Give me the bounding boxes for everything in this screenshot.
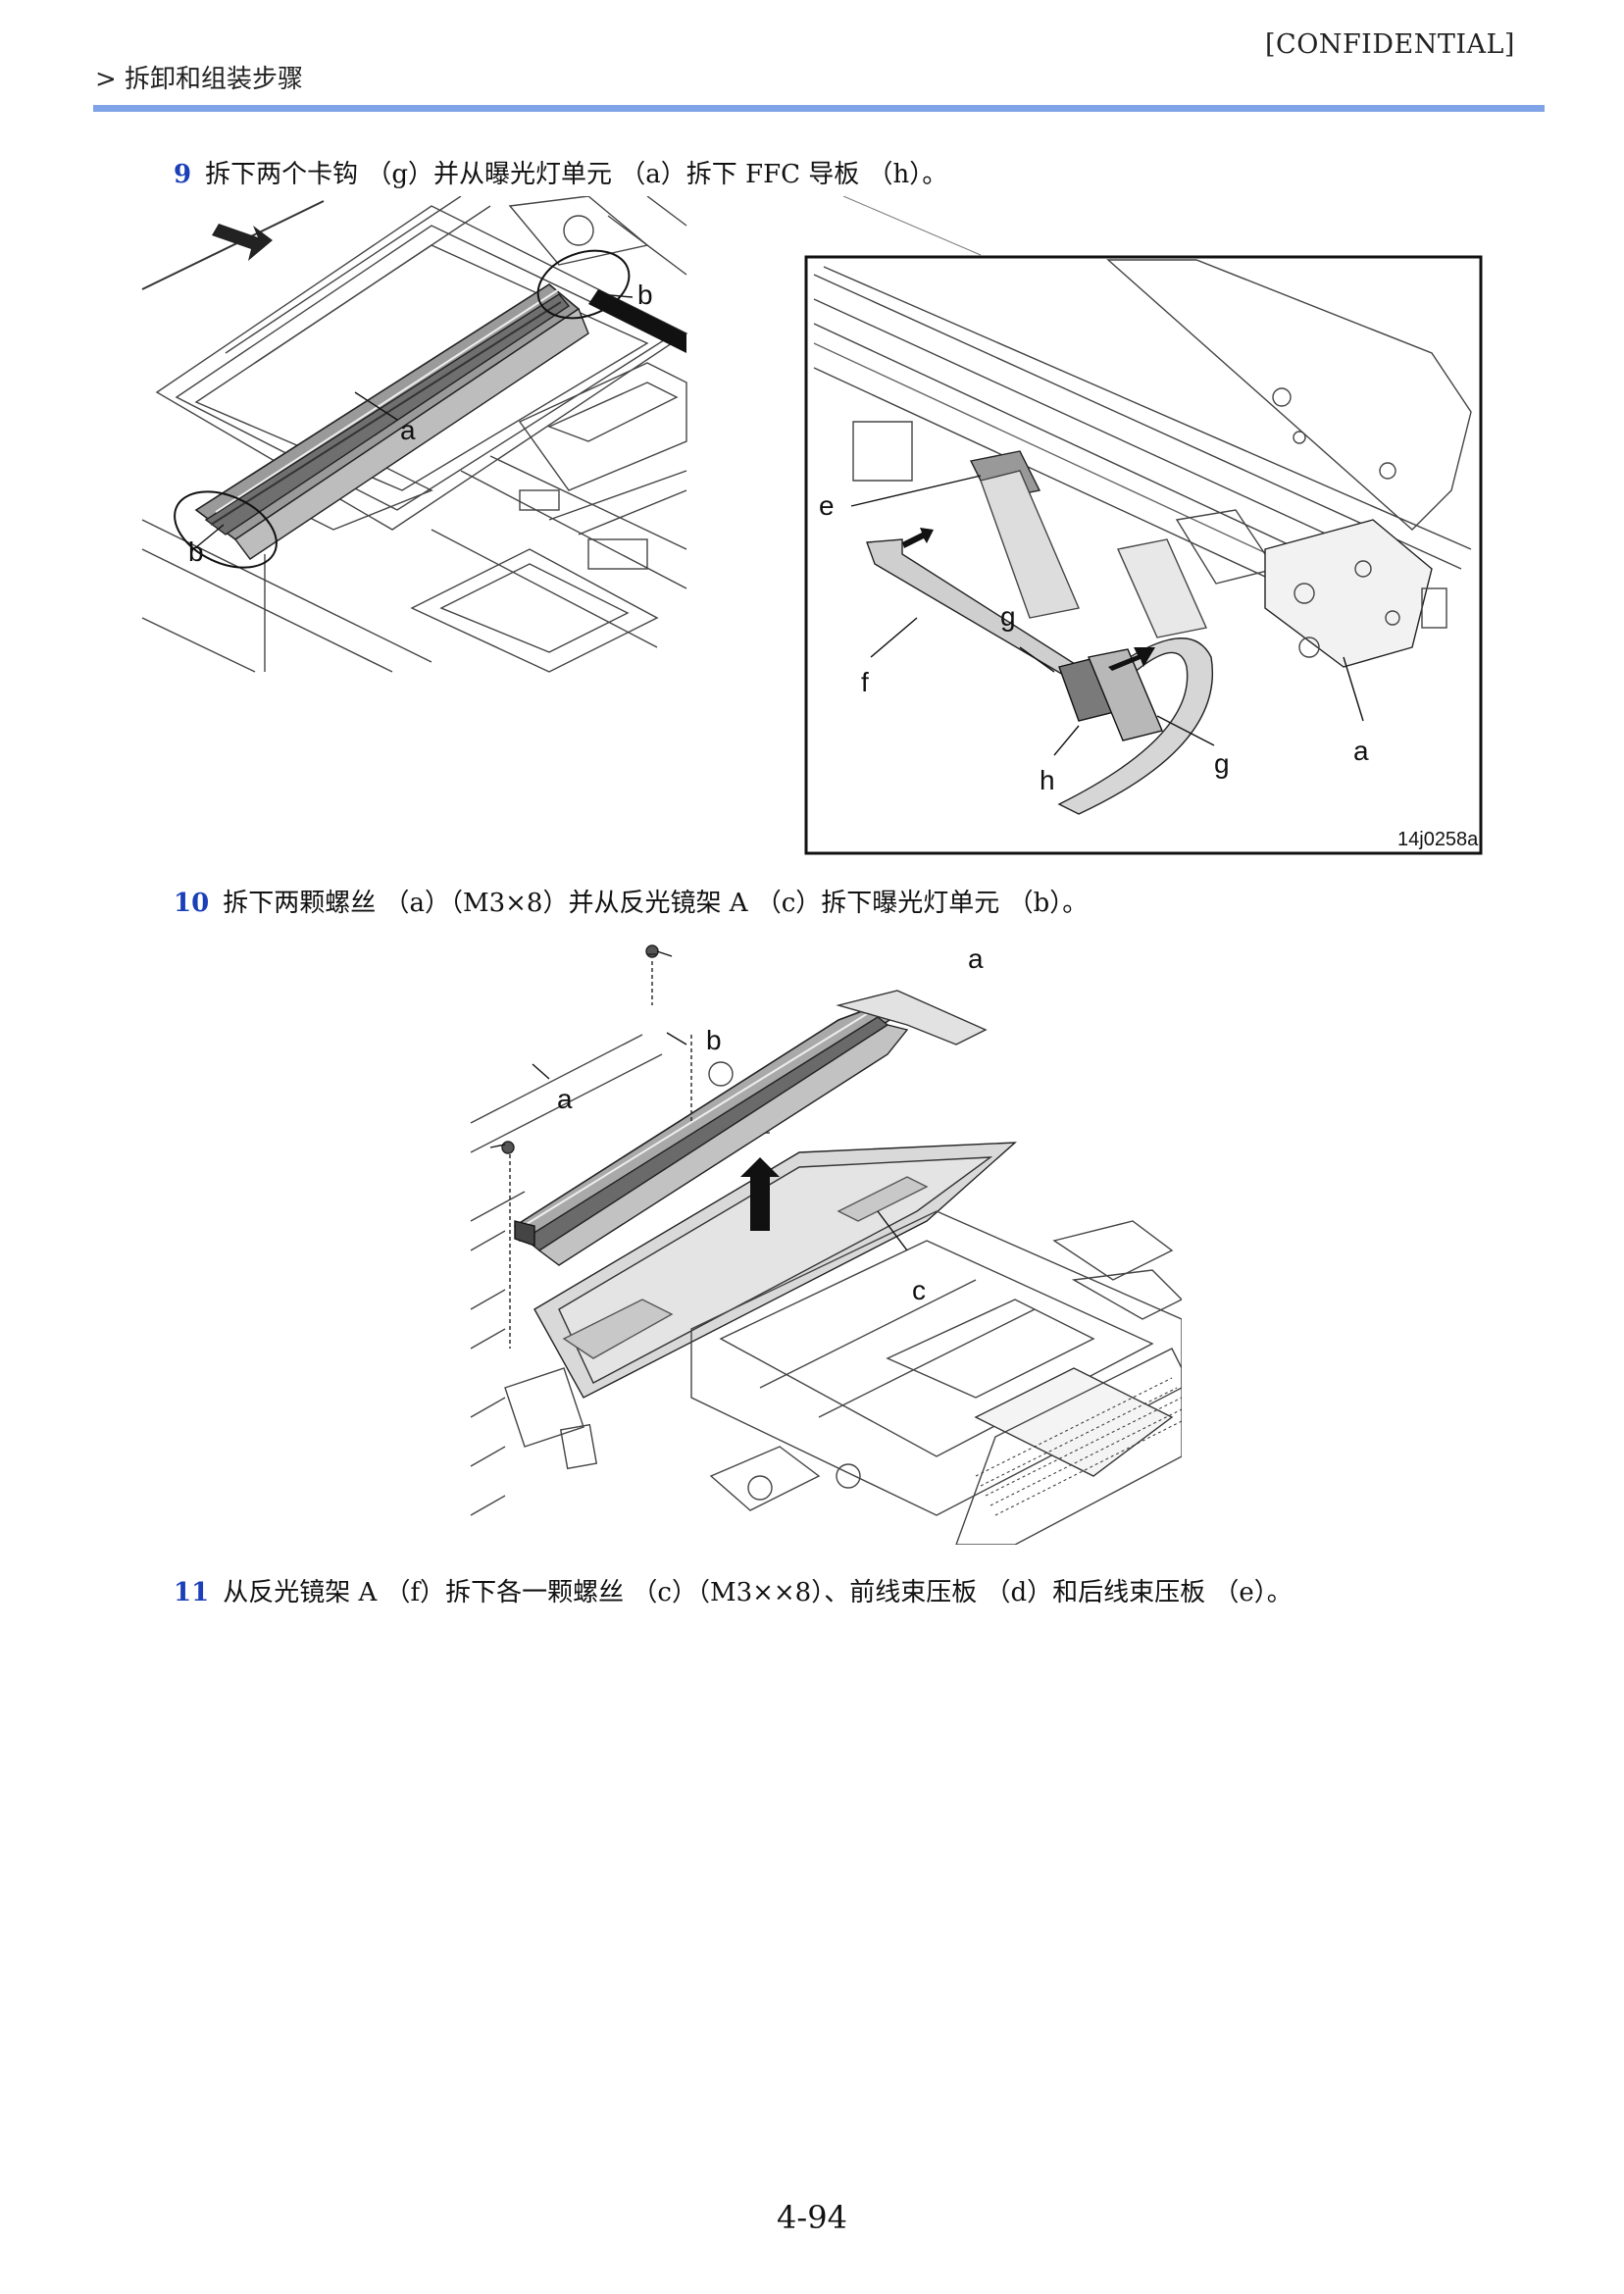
inset-label-f: f [861, 667, 869, 697]
page-number: 4-94 [777, 2199, 847, 2236]
step-9: 9 拆下两个卡钩 （g）并从曝光灯单元 （a）拆下 FFC 导板 （h）。 [174, 154, 947, 190]
header-divider [93, 105, 1545, 112]
step-number: 10 [174, 889, 210, 918]
fig2-label-b: b [706, 1025, 722, 1055]
label-a-main: a [400, 415, 416, 445]
figure-id: 14j0258a [1397, 829, 1479, 850]
step-text: 从反光镜架 A （f）拆下各一颗螺丝 （c）（M3××8）、前线束压板 （d）和… [223, 1578, 1293, 1607]
inset-label-a: a [1353, 736, 1369, 766]
step-10: 10 拆下两颗螺丝 （a）（M3×8）并从反光镜架 A （c）拆下曝光灯单元 （b… [174, 883, 1088, 919]
figure-exposure-lamp-ffc-guide: b a b [141, 196, 1483, 855]
figure2-drawing [470, 944, 1182, 1545]
label-b-top: b [637, 280, 653, 310]
step-11: 11 从反光镜架 A （f）拆下各一颗螺丝 （c）（M3××8）、前线束压板 （d… [174, 1572, 1293, 1608]
fig2-label-c: c [912, 1275, 926, 1305]
step-text: 拆下两个卡钩 （g）并从曝光灯单元 （a）拆下 FFC 导板 （h）。 [205, 160, 948, 189]
inset-label-g-top: g [1000, 601, 1016, 632]
inset-label-g-bottom: g [1214, 748, 1230, 779]
fig2-label-a-top: a [968, 943, 984, 974]
fig2-label-a-left: a [557, 1084, 573, 1114]
confidential-label: [CONFIDENTIAL] [1265, 29, 1515, 60]
main-view [141, 196, 982, 673]
detail-inset [804, 255, 1483, 855]
step-number: 9 [174, 160, 192, 189]
inset-label-e: e [819, 490, 835, 521]
label-b-left: b [188, 536, 204, 567]
figure-remove-exposure-lamp-unit: a b a c [470, 943, 1182, 1545]
breadcrumb[interactable]: > 拆卸和组装步骤 [95, 65, 304, 94]
inset-label-h: h [1040, 765, 1055, 795]
step-text: 拆下两颗螺丝 （a）（M3×8）并从反光镜架 A （c）拆下曝光灯单元 （b）。 [223, 889, 1089, 918]
step-number: 11 [174, 1578, 210, 1607]
